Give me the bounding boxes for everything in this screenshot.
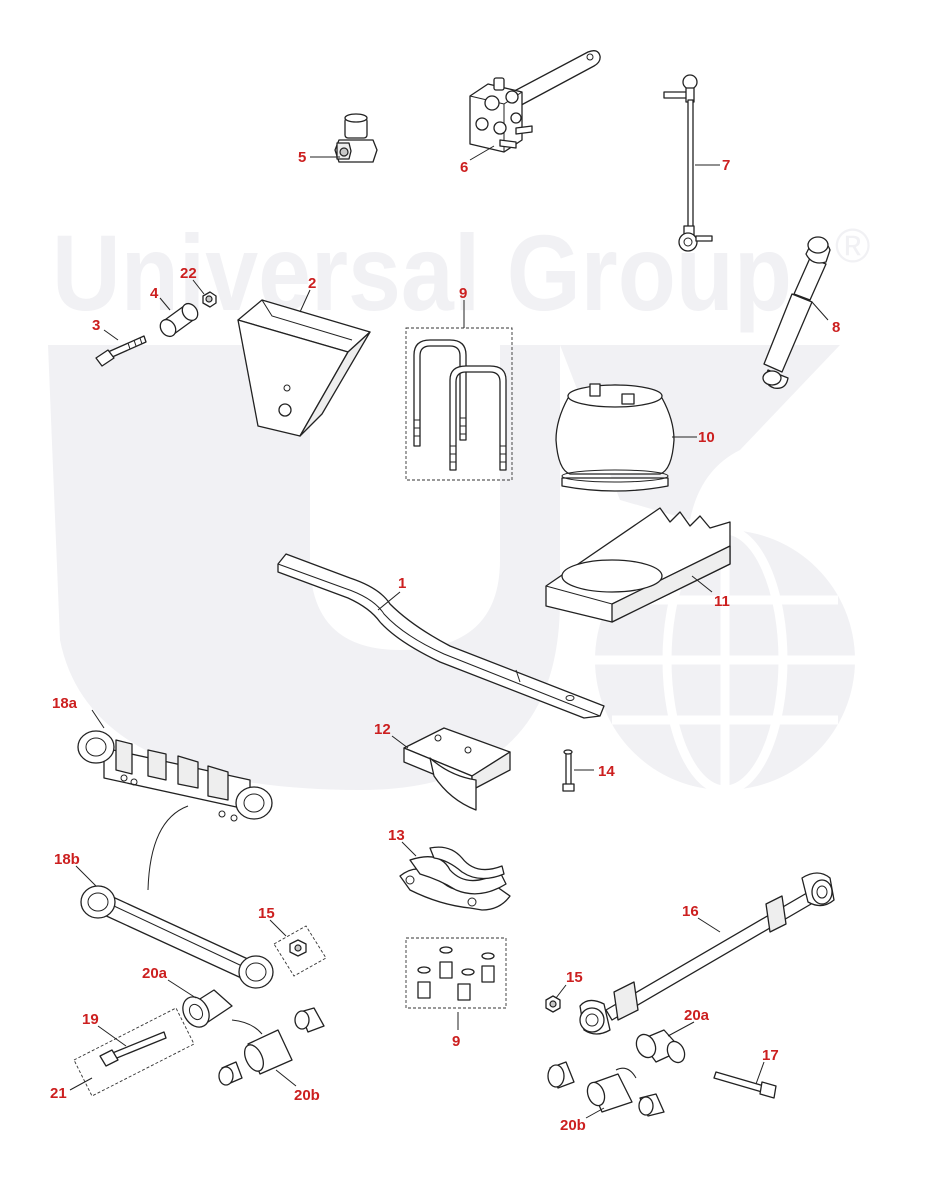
part-9-hardware-set (405, 937, 507, 1009)
part-7-link-rod (663, 74, 713, 252)
part-3-bolt (95, 335, 147, 367)
label-part-7: 7 (722, 157, 730, 174)
part-12-axle-seat (403, 727, 511, 811)
label-part-6: 6 (460, 159, 468, 176)
part-6-leveling-valve (469, 50, 601, 153)
label-part-17: 17 (762, 1047, 779, 1064)
part-1-leaf-spring (277, 553, 605, 719)
label-part-8: 8 (832, 319, 840, 336)
label-part-20b-left: 20b (294, 1087, 320, 1104)
part-22-nut (202, 291, 217, 308)
connector-arc (147, 805, 189, 891)
part-13-saddle (399, 846, 511, 911)
part-9-u-bolts (405, 327, 513, 481)
label-part-19: 19 (82, 1011, 99, 1028)
part-18b-torque-arm (80, 885, 274, 989)
label-part-9-top: 9 (459, 285, 467, 302)
part-20b-bushing-set-left (218, 1007, 325, 1086)
part-17-bolt (713, 1071, 777, 1099)
label-part-3: 3 (92, 317, 100, 334)
leader-lines (69, 145, 829, 1119)
label-part-2: 2 (308, 275, 316, 292)
label-part-18a: 18a (52, 695, 78, 712)
part-11-spacer-block (545, 507, 731, 623)
part-18a-adjustable-torque-arm (77, 730, 273, 822)
part-20b-bushing-set-right (547, 1061, 665, 1117)
watermark-text: Universal Group (52, 212, 792, 333)
label-part-4: 4 (150, 285, 159, 302)
label-part-14: 14 (598, 763, 615, 780)
part-5-air-fitting (334, 113, 378, 163)
label-part-12: 12 (374, 721, 391, 738)
part-8-shock-absorber (762, 236, 831, 389)
label-part-5: 5 (298, 149, 306, 166)
label-part-10: 10 (698, 429, 715, 446)
callout-labels: 5 6 7 8 3 4 22 2 9 10 11 1 18a 12 14 13 … (50, 149, 840, 1134)
part-2-hanger-bracket (237, 299, 371, 437)
part-20a-bushing-left (182, 989, 233, 1028)
label-part-9-bottom: 9 (452, 1033, 460, 1050)
part-16-torque-rod (579, 872, 835, 1035)
label-part-20b-right: 20b (560, 1117, 586, 1134)
part-20a-bushing-right (635, 1029, 686, 1064)
label-part-20a-left: 20a (142, 965, 168, 982)
label-part-21: 21 (50, 1085, 67, 1102)
label-part-15-left: 15 (258, 905, 275, 922)
part-10-air-spring (555, 383, 675, 492)
part-14-bolt (562, 749, 575, 792)
label-part-15-right: 15 (566, 969, 583, 986)
part-19-bolt (73, 1007, 195, 1097)
label-part-1: 1 (398, 575, 406, 592)
part-15-nut-right (545, 995, 561, 1013)
label-part-18b: 18b (54, 851, 80, 868)
part-4-bushing (159, 302, 199, 338)
watermark-registered-mark: ® (835, 220, 870, 273)
label-part-16: 16 (682, 903, 699, 920)
label-part-13: 13 (388, 827, 405, 844)
label-part-22: 22 (180, 265, 197, 282)
label-part-11: 11 (714, 593, 730, 610)
label-part-20a-right: 20a (684, 1007, 710, 1024)
part-15-nut-left (273, 925, 327, 977)
